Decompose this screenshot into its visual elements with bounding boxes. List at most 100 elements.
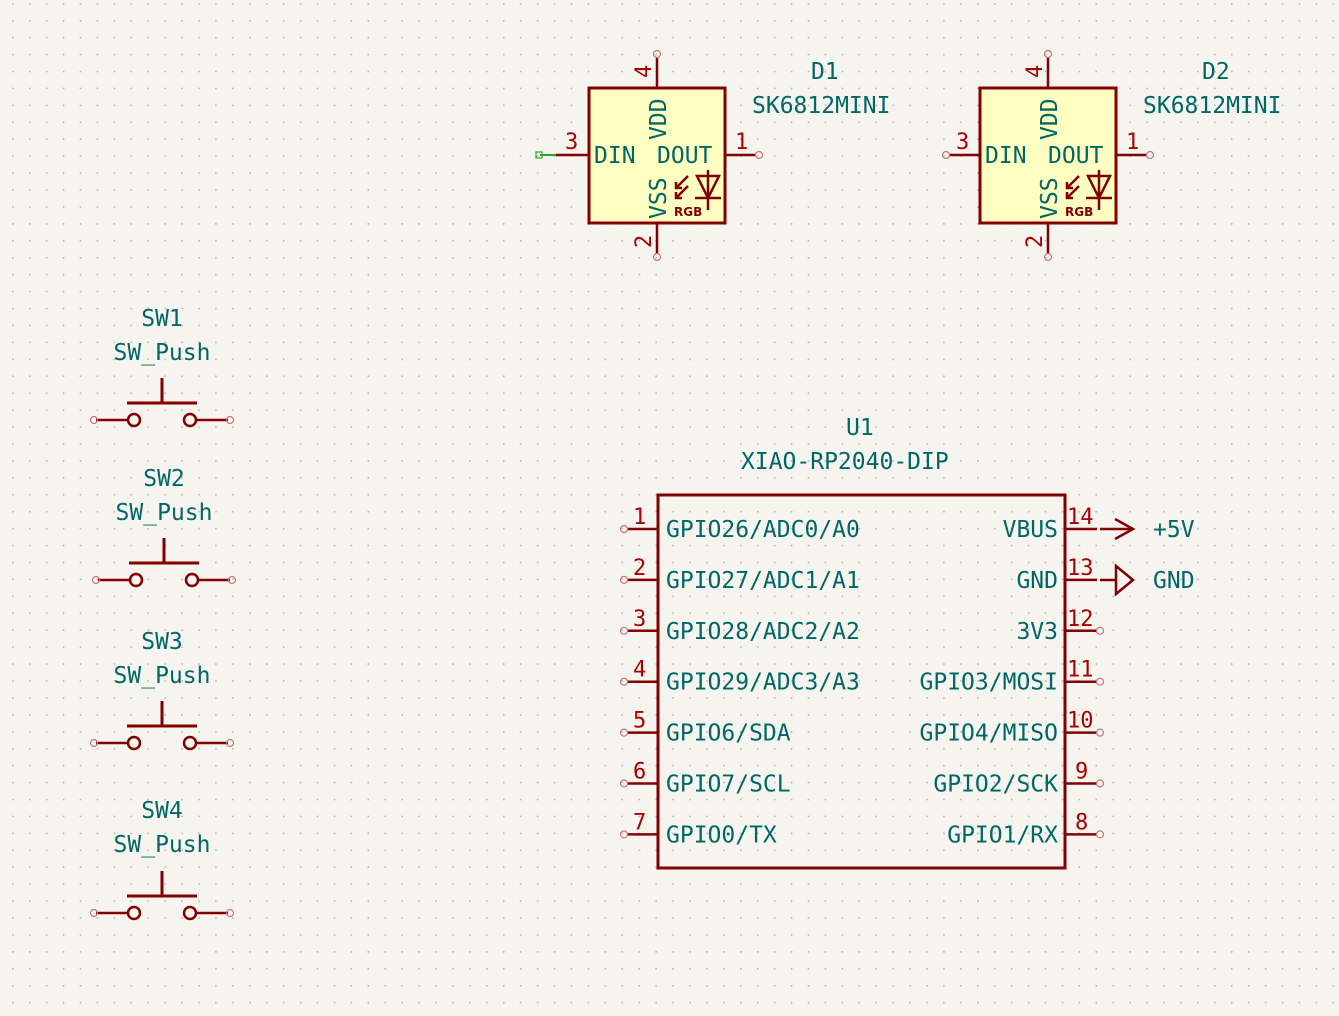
- pin-end[interactable]: [1095, 728, 1105, 737]
- switch-pin-2-end[interactable]: [225, 738, 235, 748]
- pin-name: GPIO27/ADC1/A1: [666, 568, 860, 594]
- d1-pin-vss-end[interactable]: [652, 252, 662, 262]
- switch-pin-2-end[interactable]: [227, 575, 237, 585]
- d1-value[interactable]: SK6812MINI: [752, 93, 890, 119]
- d2-pin-name-dout: DOUT: [1048, 143, 1104, 169]
- switch-pin-1-end[interactable]: [91, 575, 101, 585]
- d1-pin-name-din: DIN: [594, 143, 636, 169]
- pin-end[interactable]: [619, 677, 629, 686]
- power-5v-label[interactable]: +5V: [1153, 517, 1195, 543]
- switch-pin-2-end[interactable]: [225, 415, 235, 425]
- pin-name: GPIO26/ADC0/A0: [666, 517, 860, 543]
- d2-pin-vdd-number: 4: [1023, 65, 1048, 78]
- u1-pin-3[interactable]: 3 GPIO28/ADC2/A2: [619, 607, 860, 645]
- pin-number: 2: [633, 556, 646, 581]
- led-d2[interactable]: 3 1 4 2 DIN DOUT VDD VSS RGB D2 SK6812MI…: [941, 49, 1282, 262]
- pin-end[interactable]: [619, 626, 629, 635]
- d2-pin-dout-end[interactable]: [1145, 150, 1155, 160]
- d1-body[interactable]: [587, 86, 727, 225]
- pin-number: 6: [633, 760, 646, 785]
- u1-pin-9[interactable]: 9 GPIO2/SCK: [933, 760, 1105, 798]
- pin-end[interactable]: [619, 779, 629, 788]
- pin-number: 9: [1075, 760, 1088, 785]
- d1-led-icon: RGB: [674, 170, 722, 219]
- pin-name: GPIO2/SCK: [933, 772, 1058, 798]
- switch-contact-1: [128, 572, 144, 588]
- svg-text:RGB: RGB: [1065, 205, 1093, 219]
- d2-reference[interactable]: D2: [1202, 59, 1230, 85]
- power-gnd-symbol[interactable]: GND: [1100, 563, 1195, 597]
- switch-contact-1: [126, 905, 142, 921]
- pin-end[interactable]: [619, 830, 629, 839]
- d2-pin-vss-number: 2: [1023, 235, 1048, 248]
- u1-pin-2[interactable]: 2 GPIO27/ADC1/A1: [619, 556, 860, 594]
- pin-end[interactable]: [1095, 626, 1105, 635]
- pin-end[interactable]: [619, 524, 629, 534]
- pin-name: GPIO0/TX: [666, 822, 777, 848]
- pin-number: 12: [1067, 607, 1094, 632]
- u1-pin-8[interactable]: 8 GPIO1/RX: [947, 810, 1105, 848]
- switch-reference[interactable]: SW4: [141, 798, 183, 824]
- u1-reference[interactable]: U1: [846, 415, 874, 441]
- power-gnd-label[interactable]: GND: [1153, 568, 1195, 594]
- d1-pin-vdd-end[interactable]: [652, 49, 662, 59]
- d1-pin-dout-number: 1: [735, 130, 748, 155]
- switch-contact-1: [126, 735, 142, 751]
- d1-din-wire-end[interactable]: [535, 151, 543, 159]
- u1-value[interactable]: XIAO-RP2040-DIP: [741, 449, 949, 475]
- pin-end[interactable]: [1095, 677, 1105, 686]
- power-arrow-icon: [1114, 517, 1136, 541]
- switch-pin-1-end[interactable]: [89, 908, 99, 918]
- d2-pin-vdd-end[interactable]: [1043, 49, 1053, 59]
- d1-pin-dout-end[interactable]: [754, 150, 764, 160]
- d2-led-icon: RGB: [1065, 170, 1113, 219]
- switch-reference[interactable]: SW3: [141, 629, 183, 655]
- pin-number: 1: [633, 505, 646, 530]
- switch-reference[interactable]: SW1: [141, 306, 183, 332]
- pin-number: 3: [633, 607, 646, 632]
- d2-body[interactable]: [978, 86, 1118, 225]
- switch-pin-2-end[interactable]: [225, 908, 235, 918]
- switch-pin-1-end[interactable]: [89, 415, 99, 425]
- d2-pin-din-end[interactable]: [941, 150, 951, 160]
- pin-end[interactable]: [1095, 830, 1105, 839]
- led-d1[interactable]: 3 1 4 2 DIN DOUT VDD VSS RGB D1 SK6812M: [535, 49, 890, 262]
- d2-pin-name-vdd: VDD: [1037, 98, 1063, 140]
- switch-pin-1-end[interactable]: [89, 738, 99, 748]
- pin-name: GPIO29/ADC3/A3: [666, 670, 860, 696]
- switch-reference[interactable]: SW2: [143, 466, 185, 492]
- pin-end[interactable]: [619, 728, 629, 737]
- d2-pin-vss-end[interactable]: [1043, 252, 1053, 262]
- u1-pin-1[interactable]: 1 GPIO26/ADC0/A0: [619, 505, 860, 543]
- pin-number: 10: [1067, 709, 1094, 734]
- switch-value[interactable]: SW_Push: [114, 832, 211, 858]
- d1-reference[interactable]: D1: [811, 59, 839, 85]
- d2-pin-name-din: DIN: [985, 143, 1027, 169]
- pin-name: GPIO3/MOSI: [920, 670, 1058, 696]
- switch-value[interactable]: SW_Push: [114, 663, 211, 689]
- pin-end[interactable]: [1095, 779, 1105, 788]
- pin-name: GPIO1/RX: [947, 822, 1058, 848]
- pin-name: GPIO28/ADC2/A2: [666, 619, 860, 645]
- pin-end[interactable]: [619, 575, 629, 585]
- d2-value[interactable]: SK6812MINI: [1143, 93, 1281, 119]
- power-5v-symbol[interactable]: +5V: [1100, 517, 1195, 543]
- switch-value[interactable]: SW_Push: [116, 500, 213, 526]
- switch-value[interactable]: SW_Push: [114, 340, 211, 366]
- pin-number: 8: [1075, 810, 1088, 835]
